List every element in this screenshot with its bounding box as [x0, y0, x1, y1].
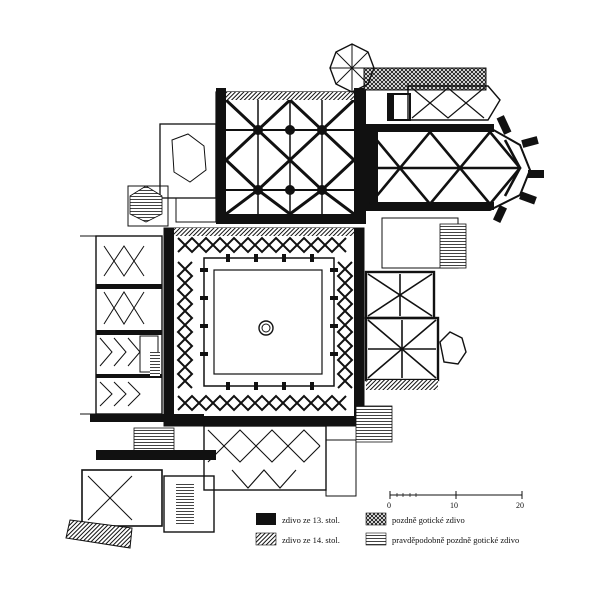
- legend-swatch-late-gothic: [365, 512, 387, 526]
- south-range: [65, 405, 393, 549]
- east-range: [364, 217, 467, 390]
- legend-label: zdivo ze 14. stol.: [282, 535, 340, 545]
- legend: zdivo ze 13. stol. zdivo ze 14. stol. po…: [255, 512, 519, 546]
- chancel: [365, 115, 544, 223]
- scale-tick-label: 10: [450, 501, 458, 510]
- octagonal-tower: [329, 43, 375, 93]
- legend-swatch-14th-century: [255, 532, 277, 546]
- west-range: [80, 235, 163, 415]
- northwest-annex: [127, 123, 219, 227]
- scale-tick-label: 0: [387, 501, 391, 510]
- legend-swatch-probably-late-gothic: [365, 532, 387, 546]
- scale-bar: 0 10 20: [387, 491, 524, 510]
- north-chapel: [363, 67, 501, 121]
- cloister: [163, 227, 365, 427]
- legend-label: zdivo ze 13. stol.: [282, 515, 340, 525]
- legend-label: pozdně gotické zdivo: [392, 515, 465, 525]
- scale-tick-label: 20: [516, 501, 524, 510]
- church-nave: [215, 88, 366, 224]
- legend-label: pravděpodobně pozdně gotické zdivo: [392, 535, 519, 545]
- legend-swatch-13th-century: [256, 513, 276, 525]
